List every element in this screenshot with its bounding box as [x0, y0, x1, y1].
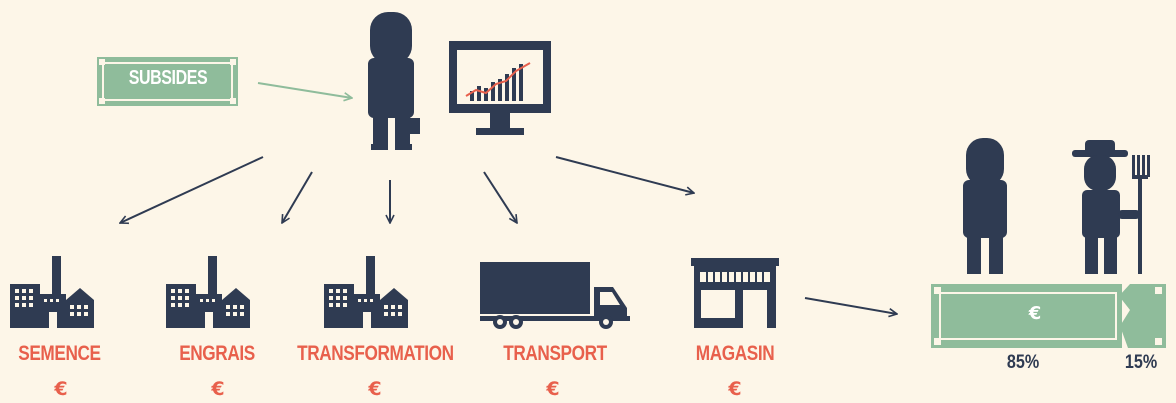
chain-label-magasin: MAGASIN [695, 342, 775, 365]
chain-currency-transport: € [546, 378, 560, 400]
farmer-share: 15% [1124, 352, 1158, 373]
factory-icon-transformation [324, 256, 408, 328]
intermediary-share: 85% [1006, 352, 1040, 373]
chain-currency-engrais: € [211, 378, 225, 400]
subsidy-label: SUBSIDES [128, 67, 208, 89]
truck-icon [480, 262, 630, 329]
payout-banknote-icon [931, 284, 1166, 348]
distribution-arrows [120, 156, 897, 314]
factory-icon-engrais [166, 256, 250, 328]
farmer-icon [1072, 140, 1150, 274]
monitor-chart-icon [449, 41, 551, 135]
subsidy-banknote-icon [97, 57, 238, 106]
chain-label-transport: TRANSPORT [503, 342, 607, 365]
chain-currency-semence: € [54, 378, 68, 400]
factory-icon-semence [10, 256, 94, 328]
payout-currency: € [1028, 303, 1042, 324]
businessman-icon [368, 12, 420, 150]
chain-label-semence: SEMENCE [18, 342, 101, 365]
chain-currency-magasin: € [728, 378, 742, 400]
chain-currency-transformation: € [368, 378, 382, 400]
intermediary-person-icon [963, 138, 1007, 274]
shop-icon [691, 258, 779, 328]
chain-label-engrais: ENGRAIS [179, 342, 255, 365]
subsidy-arrow [257, 82, 352, 98]
chain-label-transformation: TRANSFORMATION [297, 342, 454, 365]
